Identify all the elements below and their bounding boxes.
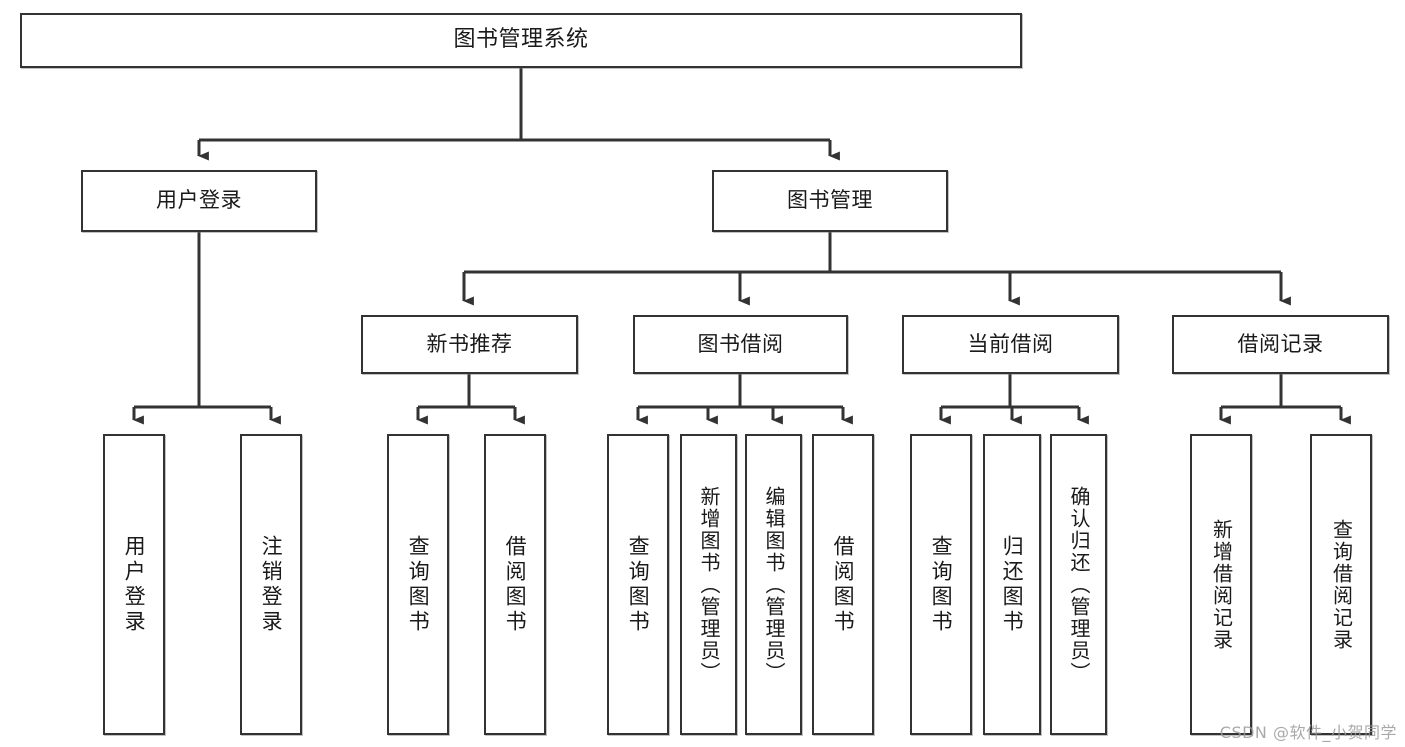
node-leaf-borrow-book-1[interactable]: 借阅图书 bbox=[484, 434, 546, 735]
csdn-watermark: CSDN @软件_小贺同学 bbox=[1219, 723, 1397, 742]
node-leaf-return-book-label: 归还图书 bbox=[1000, 534, 1025, 635]
node-new-book-recommend[interactable]: 新书推荐 bbox=[361, 315, 578, 374]
node-leaf-add-book[interactable]: 新增图书（管理员） bbox=[680, 434, 737, 735]
node-new-book-recommend-label: 新书推荐 bbox=[426, 331, 513, 356]
node-leaf-borrow-book-2[interactable]: 借阅图书 bbox=[812, 434, 874, 735]
node-book-manage[interactable]: 图书管理 bbox=[712, 170, 948, 232]
node-borrow-record[interactable]: 借阅记录 bbox=[1172, 315, 1389, 374]
node-user-login[interactable]: 用户登录 bbox=[81, 170, 317, 232]
node-book-borrow-label: 图书借阅 bbox=[697, 331, 784, 356]
node-leaf-confirm-return[interactable]: 确认归还（管理员） bbox=[1050, 434, 1107, 735]
node-leaf-query-record[interactable]: 查询借阅记录 bbox=[1310, 434, 1372, 735]
node-leaf-user-logout[interactable]: 注销登录 bbox=[240, 434, 302, 735]
node-leaf-add-record-label: 新增借阅记录 bbox=[1209, 518, 1234, 651]
node-book-borrow[interactable]: 图书借阅 bbox=[633, 315, 848, 374]
node-leaf-query-book-3-label: 查询图书 bbox=[929, 534, 954, 635]
node-leaf-add-book-label: 新增图书（管理员） bbox=[697, 485, 721, 684]
node-current-borrow[interactable]: 当前借阅 bbox=[902, 315, 1119, 374]
node-leaf-query-book-2-label: 查询图书 bbox=[626, 534, 651, 635]
node-leaf-user-login[interactable]: 用户登录 bbox=[103, 434, 165, 735]
node-borrow-record-label: 借阅记录 bbox=[1237, 331, 1324, 356]
node-leaf-query-book-1-label: 查询图书 bbox=[406, 534, 431, 635]
node-leaf-query-book-1[interactable]: 查询图书 bbox=[387, 434, 449, 735]
node-leaf-borrow-book-1-label: 借阅图书 bbox=[503, 534, 528, 635]
node-leaf-query-book-2[interactable]: 查询图书 bbox=[607, 434, 669, 735]
node-leaf-add-record[interactable]: 新增借阅记录 bbox=[1190, 434, 1252, 735]
node-book-manage-label: 图书管理 bbox=[787, 188, 873, 213]
node-leaf-user-logout-label: 注销登录 bbox=[259, 534, 284, 635]
node-leaf-return-book[interactable]: 归还图书 bbox=[983, 434, 1041, 735]
node-root[interactable]: 图书管理系统 bbox=[20, 13, 1022, 68]
node-root-label: 图书管理系统 bbox=[453, 27, 589, 53]
node-user-login-label: 用户登录 bbox=[156, 188, 242, 213]
node-leaf-borrow-book-2-label: 借阅图书 bbox=[831, 534, 856, 635]
node-leaf-confirm-return-label: 确认归还（管理员） bbox=[1067, 485, 1091, 684]
node-leaf-edit-book-label: 编辑图书（管理员） bbox=[762, 485, 786, 684]
node-leaf-query-record-label: 查询借阅记录 bbox=[1329, 518, 1354, 651]
node-leaf-edit-book[interactable]: 编辑图书（管理员） bbox=[745, 434, 802, 735]
node-current-borrow-label: 当前借阅 bbox=[967, 331, 1054, 356]
node-leaf-user-login-label: 用户登录 bbox=[122, 534, 147, 635]
node-leaf-query-book-3[interactable]: 查询图书 bbox=[910, 434, 972, 735]
